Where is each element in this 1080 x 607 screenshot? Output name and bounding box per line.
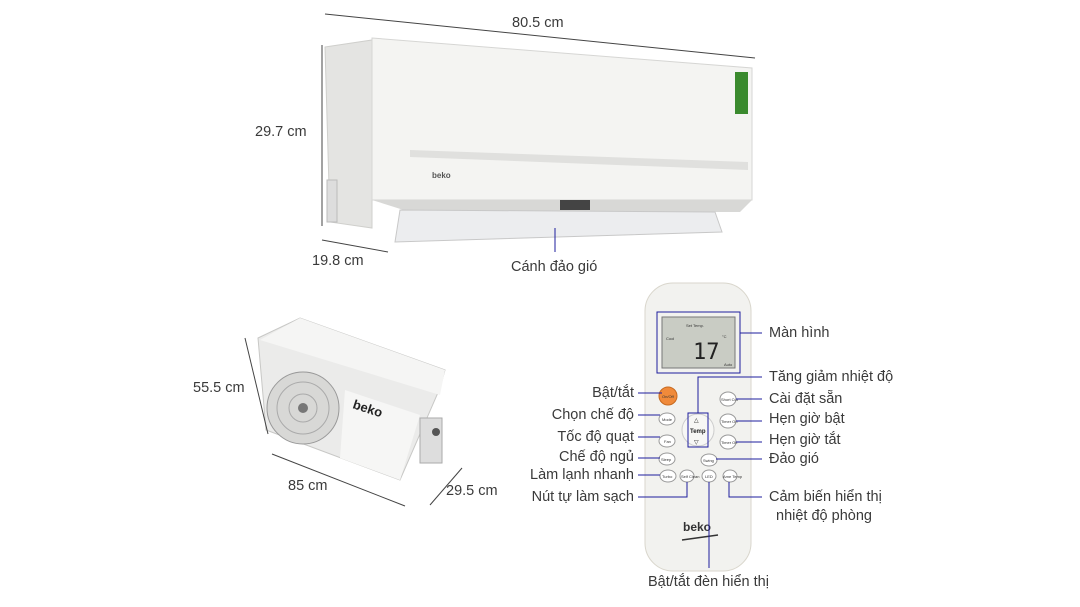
on-off-button[interactable] xyxy=(658,386,678,406)
label-turbo: Làm lạnh nhanh xyxy=(530,467,634,483)
label-fan-speed: Tốc độ quạt xyxy=(557,429,634,445)
label-screen: Màn hình xyxy=(769,325,830,341)
label-self-clean: Nút tự làm sạch xyxy=(531,489,634,505)
lcd-temperature: 17 xyxy=(693,340,720,365)
swing-button[interactable] xyxy=(700,453,718,467)
turbo-button[interactable] xyxy=(659,469,677,483)
label-swing: Đảo gió xyxy=(769,451,819,467)
label-room-sensor-line2: nhiệt độ phòng xyxy=(776,508,872,524)
button-text: Mode xyxy=(662,417,673,422)
button-text: Swing xyxy=(703,458,714,463)
label-led: Bật/tắt đèn hiển thị xyxy=(648,574,769,590)
fan-button[interactable] xyxy=(658,434,676,448)
outdoor-width-label: 85 cm xyxy=(288,478,328,494)
label-short-cut: Cài đặt sẵn xyxy=(769,391,843,407)
button-text: Self Clean xyxy=(681,474,699,479)
remote-control: Cool Set Temp. 17 °C Auto Temp △ ▽ On/Of… xyxy=(644,282,752,572)
svg-text:▽: ▽ xyxy=(694,440,699,446)
dimension-lines xyxy=(244,13,756,507)
button-text: Turbo xyxy=(662,474,673,479)
label-mode: Chọn chế độ xyxy=(551,407,634,423)
label-temp-adjust: Tăng giảm nhiệt độ xyxy=(769,369,894,385)
outdoor-height-label: 55.5 cm xyxy=(193,380,245,396)
brand-logo: beko xyxy=(432,171,451,180)
lcd-set-temp-label: Set Temp. xyxy=(686,323,704,328)
indoor-width-label: 80.5 cm xyxy=(512,15,564,31)
label-timer-off: Hẹn giờ tắt xyxy=(769,432,841,448)
button-text: Timer Off xyxy=(721,440,738,445)
label-room-sensor: Cảm biến hiển thị xyxy=(769,489,882,505)
outdoor-depth-label: 29.5 cm xyxy=(446,483,498,499)
louver-label: Cánh đảo gió xyxy=(511,259,598,275)
lcd-screen xyxy=(661,316,736,369)
lcd-mode: Cool xyxy=(666,336,674,341)
button-text: Ame Temp xyxy=(723,474,743,479)
indoor-height-label: 29.7 cm xyxy=(255,124,307,140)
mode-button[interactable] xyxy=(658,412,676,426)
button-text: Short Cut xyxy=(721,397,739,402)
button-text: Timer On xyxy=(721,419,738,424)
remote-brand-logo: beko xyxy=(683,520,711,534)
button-text: LED xyxy=(705,474,713,479)
label-sleep: Chế độ ngủ xyxy=(559,449,634,465)
indoor-unit: beko xyxy=(324,37,753,243)
button-text: Fan xyxy=(664,439,671,444)
svg-text:△: △ xyxy=(694,418,699,424)
lcd-unit: °C xyxy=(722,334,727,339)
label-on-off: Bật/tắt xyxy=(592,385,634,401)
sleep-button[interactable] xyxy=(658,452,676,466)
temp-button[interactable]: Temp xyxy=(690,429,706,435)
indoor-depth-label: 19.8 cm xyxy=(312,253,364,269)
remote-callout-lines xyxy=(638,332,762,568)
button-text: Sleep xyxy=(661,457,672,462)
lcd-fan: Auto xyxy=(724,362,733,367)
outdoor-unit: beko xyxy=(257,317,446,481)
on-off-label: On/Off xyxy=(662,394,675,399)
room-temp-button[interactable] xyxy=(722,469,738,483)
label-timer-on: Hẹn giờ bật xyxy=(769,411,845,427)
